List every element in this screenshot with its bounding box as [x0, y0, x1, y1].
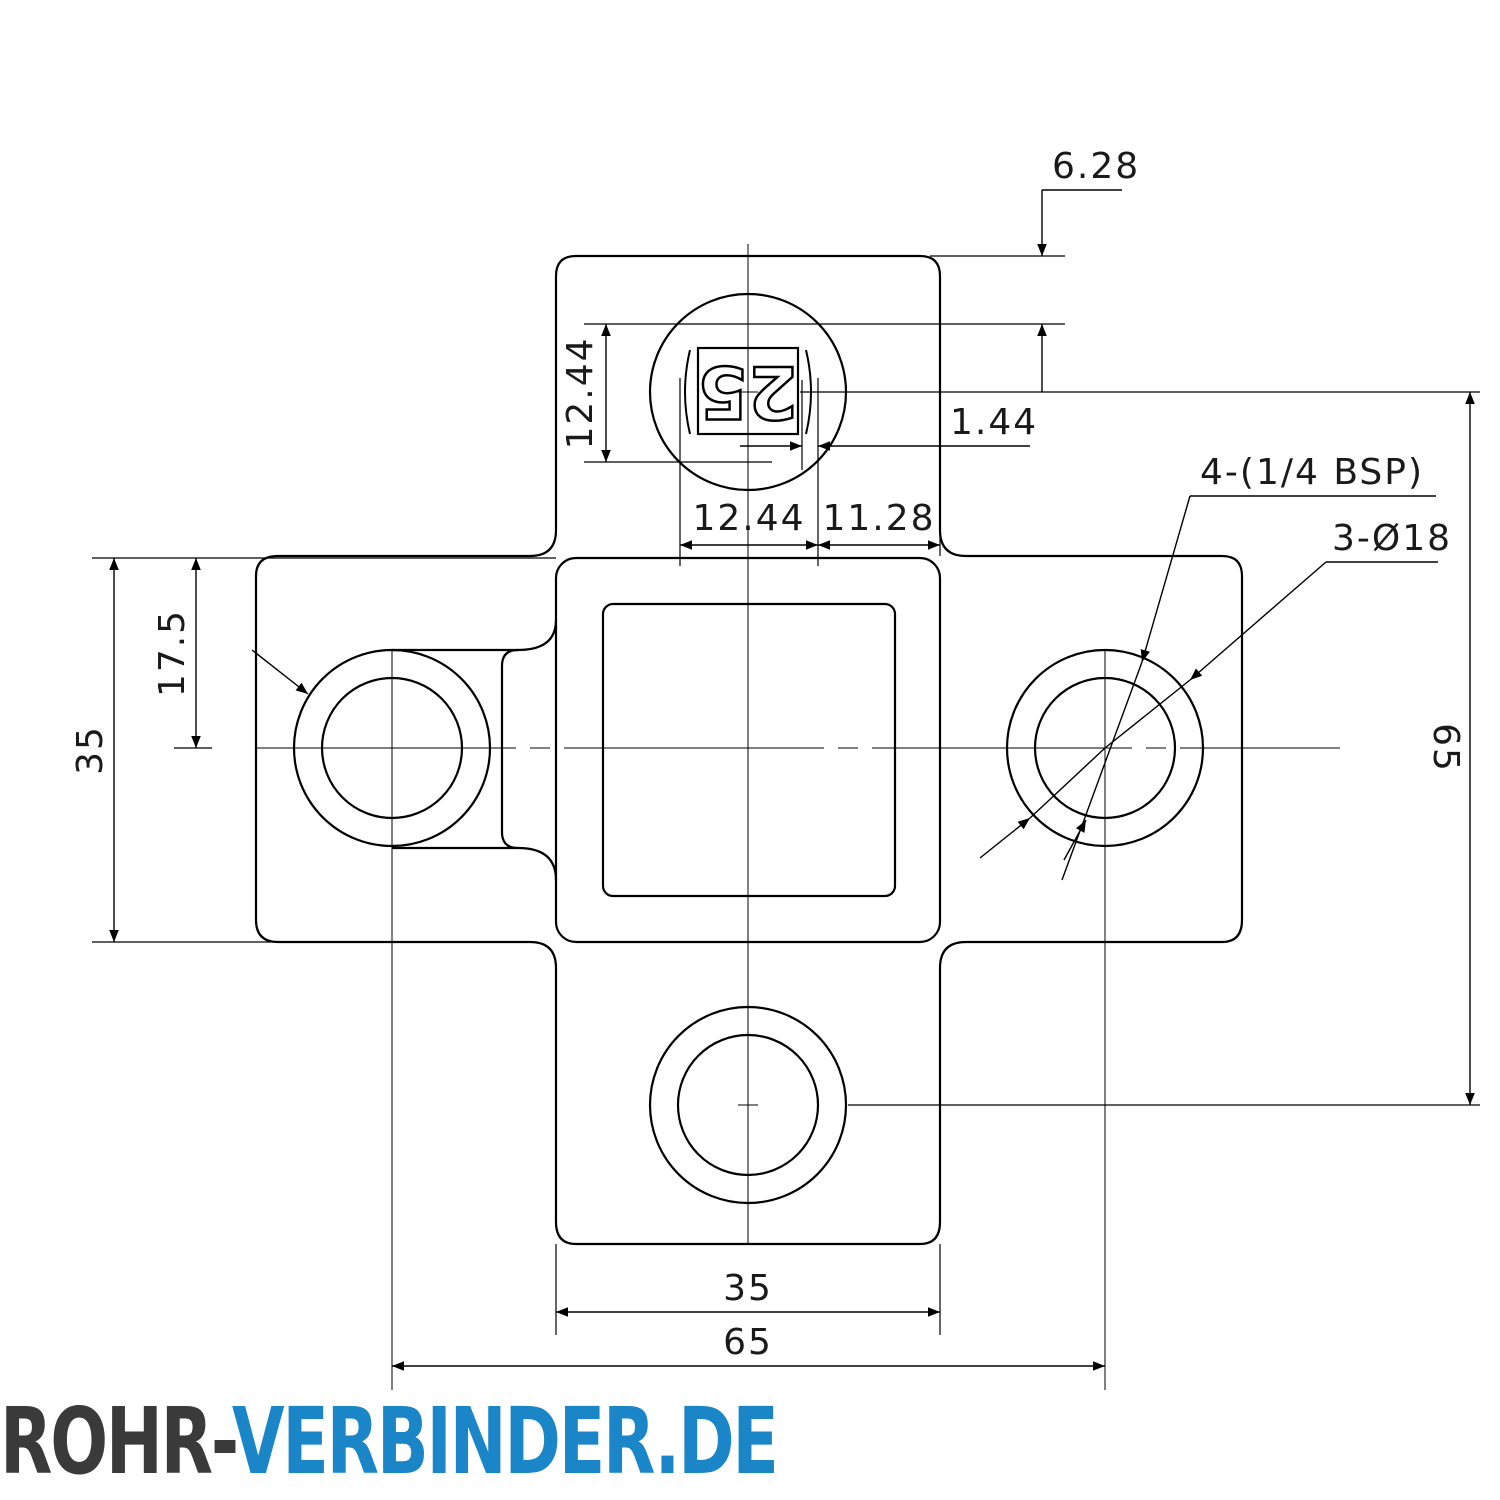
dim-12-44-horizontal: 12.44 [692, 498, 805, 539]
dim-bsp-thread: 4-(1/4 BSP) [1200, 452, 1424, 493]
center-socket-inner [601, 602, 897, 898]
fitting-outline [254, 254, 1244, 1246]
dim-65-right: 65 [1425, 723, 1466, 773]
center-lines [256, 244, 1340, 1390]
logo-text-gray: ROHR- [0, 1388, 234, 1495]
brand-logo: ROHR-VERBINDER.DE [0, 1392, 779, 1492]
dim-35-bottom: 35 [723, 1268, 773, 1309]
dimension-lines [109, 189, 1475, 1371]
dim-6-28: 6.28 [1052, 146, 1140, 187]
dim-diameter-18: 3-Ø18 [1332, 518, 1452, 559]
dim-1-44: 1.44 [950, 402, 1038, 443]
left-tab-step [500, 648, 519, 850]
extension-lines [92, 255, 1480, 1335]
left-tab [392, 619, 558, 881]
dim-12-44-vertical: 12.44 [560, 336, 601, 449]
logo-text-blue: VERBINDER.DE [231, 1388, 779, 1495]
dim-65-bottom: 65 [723, 1322, 773, 1363]
dim-35-left: 35 [70, 725, 111, 775]
dim-17-5: 17.5 [152, 609, 193, 697]
dim-11-28: 11.28 [822, 498, 935, 539]
